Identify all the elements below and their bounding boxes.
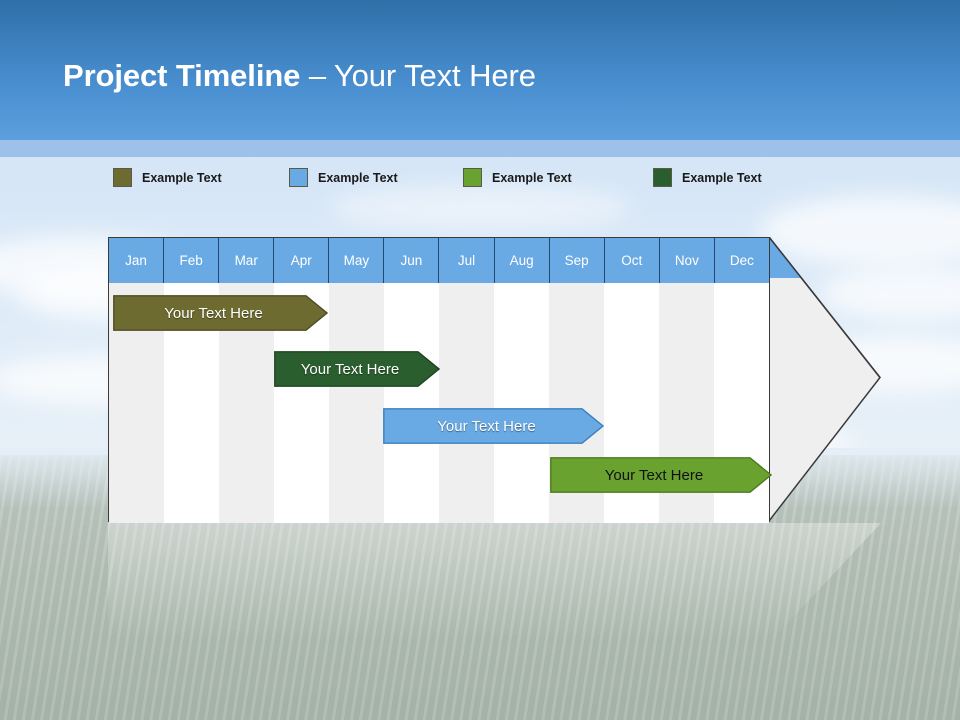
cloud-shape — [760, 196, 960, 266]
legend-label: Example Text — [682, 170, 762, 185]
timeline-task-bar[interactable]: Your Text Here — [550, 457, 772, 493]
month-header-cell: Nov — [659, 238, 715, 283]
legend-label: Example Text — [318, 170, 398, 185]
timeline-arrow-head — [768, 234, 881, 524]
task-bar-label: Your Text Here — [164, 304, 263, 322]
month-header-cell: Jan — [109, 238, 165, 283]
month-header-cell: Apr — [274, 238, 330, 283]
timeline-column — [439, 283, 494, 523]
task-bar-chevron — [550, 457, 772, 493]
task-bar-label: Your Text Here — [437, 417, 536, 435]
title-banner — [0, 0, 960, 140]
month-header-cell: Dec — [714, 238, 769, 283]
month-header-cell: Aug — [494, 238, 550, 283]
cloud-shape — [820, 266, 960, 320]
page-title: Project Timeline – Your Text Here — [63, 58, 536, 94]
legend-swatch — [289, 168, 308, 187]
legend-label: Example Text — [492, 170, 572, 185]
legend-swatch — [113, 168, 132, 187]
legend-label: Example Text — [142, 170, 222, 185]
month-header-cell: Sep — [549, 238, 605, 283]
title-banner-accent — [0, 140, 960, 157]
legend-item: Example Text — [653, 168, 762, 187]
month-header-cell: Mar — [219, 238, 275, 283]
timeline-task-bar[interactable]: Your Text Here — [113, 295, 328, 331]
task-bar-label: Your Text Here — [604, 466, 704, 484]
month-header-cell: Oct — [604, 238, 660, 283]
timeline-column — [384, 283, 439, 523]
timeline-column — [329, 283, 384, 523]
task-bar-label: Your Text Here — [300, 360, 400, 378]
legend-swatch — [653, 168, 672, 187]
timeline-task-bar[interactable]: Your Text Here — [274, 351, 440, 387]
legend-swatch — [463, 168, 482, 187]
legend: Example Text Example Text Example Text Exam… — [0, 168, 960, 194]
month-header-cell: Feb — [164, 238, 220, 283]
task-bar-chevron — [383, 408, 604, 444]
legend-item: Example Text — [463, 168, 572, 187]
chart-reflection — [108, 523, 881, 641]
legend-item: Example Text — [113, 168, 222, 187]
timeline-task-bar[interactable]: Your Text Here — [383, 408, 604, 444]
legend-item: Example Text — [289, 168, 398, 187]
month-header-cell: Jul — [439, 238, 495, 283]
page-title-strong: Project Timeline — [63, 58, 301, 93]
task-bar-chevron — [113, 295, 328, 331]
task-bar-chevron — [274, 351, 440, 387]
month-header-cell: May — [329, 238, 385, 283]
page-title-light: – Your Text Here — [300, 58, 536, 93]
timeline-column — [494, 283, 549, 523]
cloud-shape — [330, 186, 630, 230]
month-header-cell: Jun — [384, 238, 440, 283]
